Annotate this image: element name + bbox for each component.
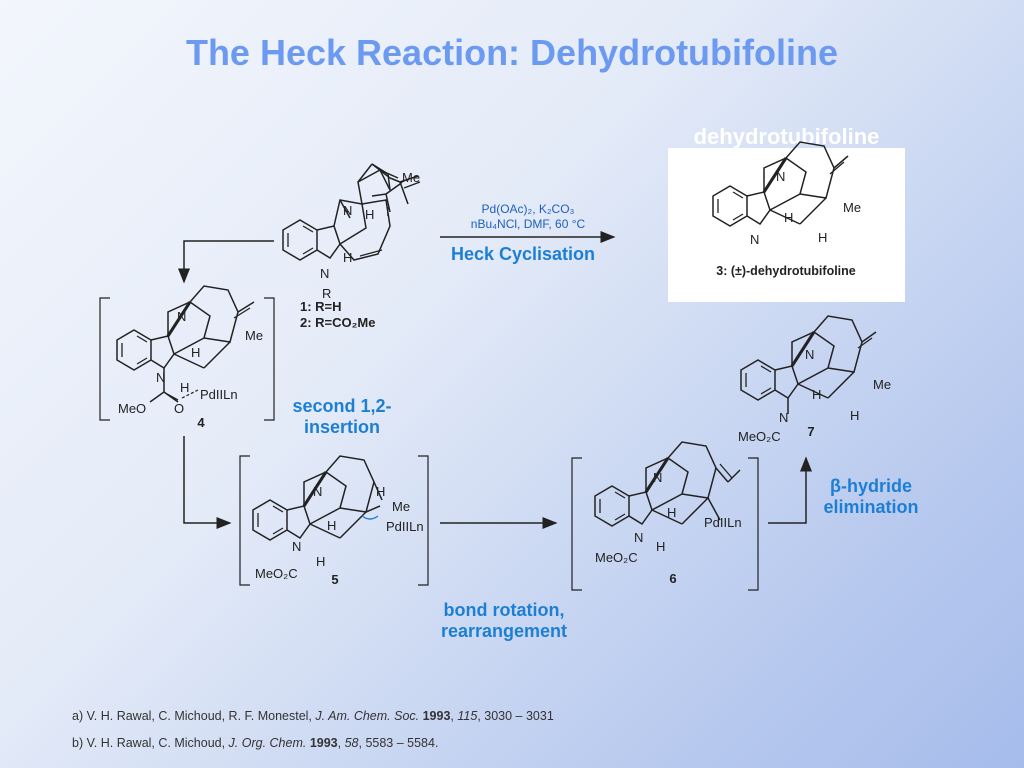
compound-7-label: 7 bbox=[807, 424, 814, 439]
arrow-sm-to-4 bbox=[178, 240, 274, 284]
ref-a-volume: 115 bbox=[457, 709, 478, 723]
product-7-structure bbox=[740, 314, 877, 414]
ref-a-journal: J. Am. Chem. Soc. bbox=[315, 709, 420, 723]
sm-nh-label: N bbox=[320, 266, 329, 281]
i4-pd-label: PdIILn bbox=[200, 387, 238, 402]
p7-me-label: Me bbox=[873, 377, 891, 392]
ref-b-pages: , 5583 – 5584. bbox=[358, 736, 439, 750]
p3-imine-n-label: N bbox=[750, 232, 759, 247]
i5-h-label: H bbox=[327, 518, 336, 533]
starting-material bbox=[282, 163, 421, 261]
i5-meo2c-label: MeO₂C bbox=[255, 566, 298, 581]
i5-htop-label: H bbox=[376, 484, 385, 499]
sm-iodo-label: I bbox=[386, 204, 390, 219]
p7-n-label: N bbox=[805, 347, 814, 362]
intermediate-4-structure bbox=[116, 284, 255, 403]
bracket-6-right bbox=[748, 457, 759, 591]
bond-rotation-line2: rearrangement bbox=[440, 621, 568, 641]
sm-h-label: H bbox=[365, 207, 374, 222]
compound-2-label: 2: R=CO₂Me bbox=[300, 315, 376, 330]
intermediate-5-structure bbox=[252, 454, 383, 541]
product-3-structure bbox=[712, 140, 849, 227]
i4-h-label: H bbox=[191, 345, 200, 360]
ref-a-year: 1993 bbox=[422, 709, 451, 723]
i6-n2-label: N bbox=[634, 530, 643, 545]
i4-me-label: Me bbox=[245, 328, 263, 343]
compound-6-label: 6 bbox=[669, 571, 676, 586]
i6-meo2c-label: MeO₂C bbox=[595, 550, 638, 565]
i6-h2-label: H bbox=[656, 539, 665, 554]
bond-rotation-label: bond rotation, rearrangement bbox=[412, 600, 596, 642]
product-caption: 3: (±)-dehydrotubifoline bbox=[716, 264, 856, 278]
second-insertion-line1: second 1,2- bbox=[292, 396, 392, 416]
i4-n2-label: N bbox=[156, 370, 165, 385]
sm-n-label: N bbox=[343, 203, 352, 218]
p3-me-label: Me bbox=[843, 200, 861, 215]
second-insertion-line2: insertion bbox=[303, 417, 380, 437]
bracket-5-right bbox=[418, 455, 429, 586]
ref-b-year: 1993 bbox=[309, 736, 338, 750]
p3-h-label: H bbox=[784, 210, 793, 225]
i4-h2-label: H bbox=[180, 380, 189, 395]
ref-b-volume: 58 bbox=[344, 736, 359, 750]
bracket-5-left bbox=[239, 455, 250, 586]
ref-a-authors: a) V. H. Rawal, C. Michoud, R. F. Monest… bbox=[72, 709, 316, 723]
reagents-line2: nBu₄NCl, DMF, 60 °C bbox=[471, 217, 586, 231]
beta-hydride-line1: β-hydride bbox=[830, 476, 912, 496]
i5-me-label: Me bbox=[392, 499, 410, 514]
p3-h2-label: H bbox=[818, 230, 827, 245]
i6-h-label: H bbox=[667, 505, 676, 520]
i4-o-label: O bbox=[174, 401, 184, 416]
intermediate-6-structure bbox=[594, 440, 741, 527]
p3-n-label: N bbox=[776, 169, 785, 184]
bracket-6-left bbox=[571, 457, 582, 591]
arrow-4-to-5 bbox=[183, 436, 232, 529]
sm-r-label: R bbox=[322, 286, 331, 301]
beta-hydride-label: β-hydride elimination bbox=[800, 476, 942, 518]
compound-4-label: 4 bbox=[197, 415, 205, 430]
i5-n-label: N bbox=[313, 484, 322, 499]
p7-meo2c-label: MeO₂C bbox=[738, 429, 781, 444]
slide-title: The Heck Reaction: Dehydrotubifoline bbox=[185, 32, 839, 73]
sm-me-label: Me bbox=[402, 170, 420, 185]
beta-hydride-line2: elimination bbox=[823, 497, 919, 517]
bracket-4-right bbox=[264, 297, 275, 421]
reagents-line1: Pd(OAc)₂, K₂CO₃ bbox=[482, 202, 575, 216]
ref-a-pages: , 3030 – 3031 bbox=[477, 709, 554, 723]
sm-h2-label: H bbox=[343, 250, 352, 265]
p7-n2-label: N bbox=[779, 410, 788, 425]
reference-a: a) V. H. Rawal, C. Michoud, R. F. Monest… bbox=[72, 709, 554, 723]
i5-h2-label: H bbox=[316, 554, 325, 569]
compound-1-label: 1: R=H bbox=[300, 299, 342, 314]
arrow-6-to-7 bbox=[768, 456, 812, 524]
product-box bbox=[668, 148, 905, 302]
p7-h2-label: H bbox=[850, 408, 859, 423]
i6-n-label: N bbox=[653, 470, 662, 485]
i6-pd-label: PdIILn bbox=[704, 515, 742, 530]
compound-5-label: 5 bbox=[331, 572, 338, 587]
i5-pd-label: PdIILn bbox=[386, 519, 424, 534]
reference-b: b) V. H. Rawal, C. Michoud, J. Org. Chem… bbox=[72, 736, 439, 750]
bracket-4-left bbox=[99, 297, 110, 421]
i4-meo-label: MeO bbox=[118, 401, 146, 416]
ref-b-authors: b) V. H. Rawal, C. Michoud, bbox=[72, 736, 229, 750]
second-insertion-label: second 1,2- insertion bbox=[272, 396, 412, 438]
ref-b-journal: J. Org. Chem. bbox=[228, 736, 307, 750]
heck-cyclisation-label: Heck Cyclisation bbox=[450, 244, 596, 264]
p7-h-label: H bbox=[812, 387, 821, 402]
bond-rotation-line1: bond rotation, bbox=[443, 600, 565, 620]
i4-n-label: N bbox=[177, 309, 186, 324]
i5-n2-label: N bbox=[292, 539, 301, 554]
product-box-header: dehydrotubifoline bbox=[693, 124, 880, 149]
